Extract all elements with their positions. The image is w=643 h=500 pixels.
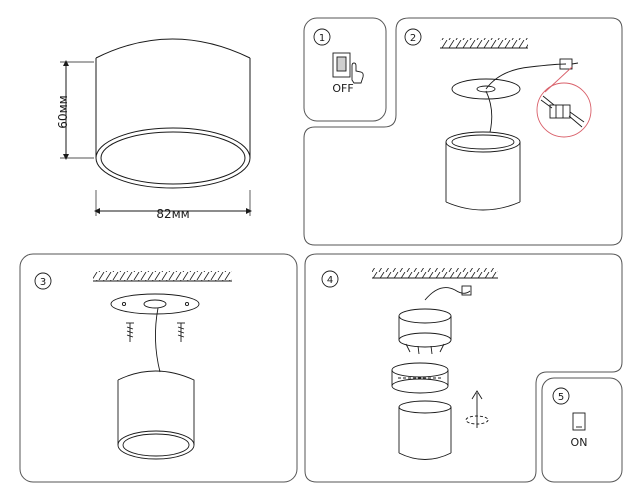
fixture-body	[117, 370, 195, 445]
step-3-number: 3	[40, 277, 46, 288]
mounting-ring-top	[398, 308, 452, 324]
width-label: 82мм	[156, 207, 189, 221]
screw-right	[177, 322, 185, 342]
fixture-bottom-outer-rim	[117, 430, 195, 460]
push-up-arrow	[471, 390, 483, 428]
step-1-number: 1	[319, 33, 325, 44]
mounting-plate	[451, 78, 521, 100]
shade-top	[398, 400, 452, 414]
step-3-panel	[19, 253, 298, 483]
step-2-panel	[303, 17, 623, 246]
fixture-bottom-inner-rim	[122, 433, 190, 457]
step-4-panel	[304, 253, 623, 483]
product-dimension-drawing	[60, 38, 252, 216]
step-4-number: 4	[327, 275, 333, 286]
fixture-top-arc	[95, 38, 251, 59]
step-1-caption: OFF	[332, 82, 353, 95]
detail-circle	[536, 82, 592, 138]
driver-ring-top	[391, 362, 449, 378]
wiring-connector-icon	[536, 66, 592, 138]
switch-off-icon	[332, 52, 364, 84]
step-5-caption: ON	[571, 436, 588, 449]
supply-cable	[424, 287, 471, 301]
step-2-illustration	[440, 38, 579, 211]
fixture-cable	[485, 90, 493, 133]
ceiling-hatch	[440, 38, 528, 48]
switch-on-icon	[572, 412, 586, 431]
step-5-number: 5	[558, 392, 564, 403]
step-2-number: 2	[410, 33, 416, 44]
fixture-cable	[154, 307, 161, 373]
rotate-arrow	[465, 415, 489, 425]
mounting-plate-screws-icon	[93, 271, 232, 460]
step-5-panel	[541, 377, 623, 483]
step-1-panel	[303, 17, 387, 122]
fixture-bottom-inner-rim	[100, 131, 246, 185]
height-label: 60мм	[56, 95, 70, 128]
supply-cable	[485, 63, 567, 90]
fixture-bottom-outer-rim	[95, 127, 251, 189]
screw-left	[126, 322, 134, 342]
mounting-plate	[110, 293, 200, 315]
twist-lock-assembly-icon	[372, 268, 498, 460]
